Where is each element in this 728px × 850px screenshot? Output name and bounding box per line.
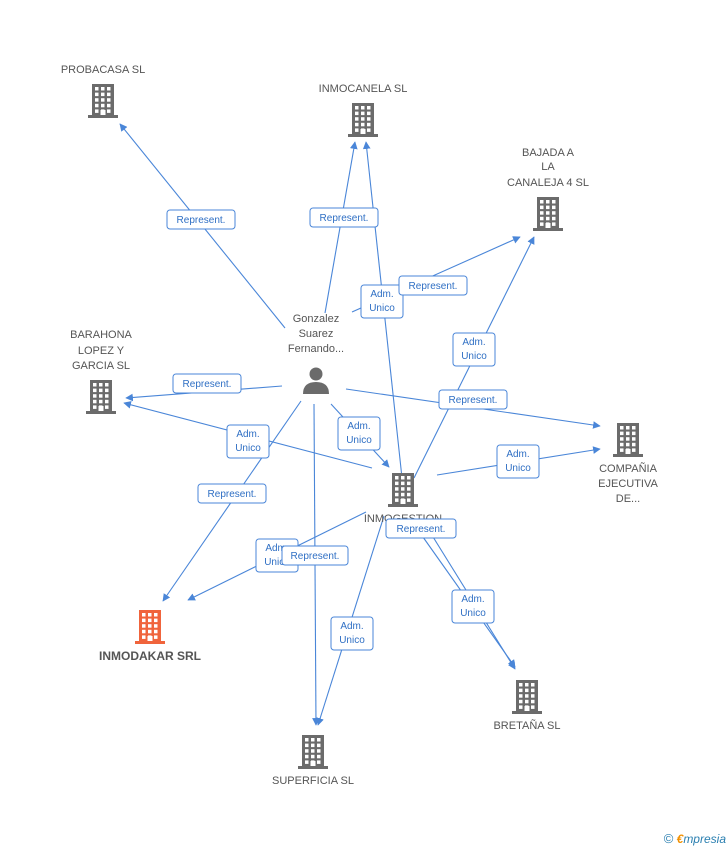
relation-text: Adm.	[461, 594, 484, 605]
building-icon[interactable]	[533, 197, 563, 231]
relation-text: Adm.	[236, 429, 259, 440]
relation-label-r7[interactable]: Represent.	[438, 389, 508, 410]
brand-logo-e: €	[676, 832, 684, 846]
relation-text: Represent.	[177, 215, 226, 226]
company-node-inmocanela[interactable]: INMOCANELA SL	[319, 83, 408, 137]
relation-label-r9[interactable]: Adm. Unico	[226, 424, 270, 459]
relation-label-r12[interactable]: Represent.	[385, 518, 457, 539]
copyright-icon: ©	[663, 831, 674, 846]
company-label-inmodakar: INMODAKAR SRL	[99, 649, 201, 663]
company-label-inmocanela: INMOCANELA SL	[319, 83, 408, 95]
company-node-barahona[interactable]: BARAHONA LOPEZ Y GARCIA SL	[70, 329, 133, 414]
relation-label-r2[interactable]: Represent.	[309, 207, 379, 228]
relation-text: Represent.	[409, 281, 458, 292]
relation-label-r1[interactable]: Represent.	[166, 209, 236, 230]
relation-label-r6[interactable]: Represent.	[172, 373, 242, 394]
person-name-line: Fernando...	[288, 343, 344, 355]
company-label-superficia: SUPERFICIA SL	[272, 775, 354, 787]
relation-text: Adm.	[462, 337, 485, 348]
relation-text: Adm.	[506, 449, 529, 460]
relation-text: Represent.	[183, 379, 232, 390]
relation-label-r11[interactable]: Represent.	[197, 483, 267, 504]
relation-text: Represent.	[320, 213, 369, 224]
company-node-superficia[interactable]: SUPERFICIA SL	[272, 735, 354, 787]
building-icon[interactable]	[388, 473, 418, 507]
relation-text: Represent.	[397, 524, 446, 535]
relation-label-r5[interactable]: Adm. Unico	[452, 332, 496, 367]
company-label-compania: EJECUTIVA	[598, 478, 658, 490]
company-label-bajada: BAJADA A	[522, 147, 575, 159]
person-name-line: Suarez	[299, 328, 334, 340]
company-label-compania: DE...	[616, 493, 640, 505]
relation-text: Adm.	[347, 421, 370, 432]
building-icon[interactable]	[86, 380, 116, 414]
relation-label-r10[interactable]: Adm. Unico	[496, 444, 540, 479]
relation-text: Represent.	[208, 489, 257, 500]
company-label-barahona: LOPEZ Y	[78, 345, 125, 357]
brand-footer[interactable]: © €mpresia	[664, 831, 726, 846]
relation-text: Unico	[346, 435, 372, 446]
building-icon[interactable]	[348, 103, 378, 137]
company-label-bretana: BRETAÑA SL	[493, 719, 560, 732]
relation-text: Unico	[339, 635, 365, 646]
relation-text: Unico	[505, 463, 531, 474]
relation-label-r3[interactable]: Adm. Unico	[360, 284, 404, 319]
relation-label-r15[interactable]: Adm. Unico	[451, 589, 495, 624]
company-label-barahona: GARCIA SL	[72, 360, 130, 372]
relation-text: Adm.	[370, 289, 393, 300]
company-node-probacasa[interactable]: PROBACASA SL	[61, 64, 145, 118]
relation-text: Adm.	[265, 543, 288, 554]
brand-name: mpresia	[683, 832, 726, 846]
company-node-bajada[interactable]: BAJADA A LA CANALEJA 4 SL	[507, 147, 589, 231]
company-label-barahona: BARAHONA	[70, 329, 132, 341]
relation-label-r14[interactable]: Represent.	[281, 545, 349, 566]
company-label-bajada: LA	[541, 161, 555, 173]
relation-label-r8[interactable]: Adm. Unico	[337, 416, 381, 451]
company-node-compania[interactable]: COMPAÑIA EJECUTIVA DE...	[598, 423, 659, 505]
relation-text: Unico	[460, 608, 486, 619]
building-icon[interactable]	[298, 735, 328, 769]
building-icon[interactable]	[135, 610, 165, 644]
relation-text: Unico	[264, 557, 290, 568]
relation-text: Unico	[369, 303, 395, 314]
person-name-line: Gonzalez	[293, 313, 339, 325]
relation-text: Unico	[235, 443, 261, 454]
relation-label-r16[interactable]: Adm. Unico	[330, 616, 374, 651]
person-icon	[303, 367, 329, 394]
relation-label-r4[interactable]: Represent.	[398, 275, 468, 296]
company-label-probacasa: PROBACASA SL	[61, 64, 145, 76]
company-node-bretana[interactable]: BRETAÑA SL	[493, 680, 561, 732]
nodes-layer: PROBACASA SL INMOCANELA SL BAJADA A LA CANAL…	[61, 64, 659, 787]
building-icon[interactable]	[88, 84, 118, 118]
building-icon[interactable]	[613, 423, 643, 457]
person-node[interactable]: GonzalezSuarezFernando...	[288, 313, 344, 394]
relation-text: Represent.	[291, 551, 340, 562]
company-label-compania: COMPAÑIA	[599, 462, 658, 475]
company-node-inmodakar[interactable]: INMODAKAR SRL	[99, 610, 201, 663]
relation-text: Unico	[461, 351, 487, 362]
company-label-bajada: CANALEJA 4 SL	[507, 177, 589, 189]
relation-text: Represent.	[449, 395, 498, 406]
relation-text: Adm.	[340, 621, 363, 632]
relation-labels-layer: Represent.Represent.Adm.UnicoRepresent.A…	[166, 207, 540, 651]
building-icon[interactable]	[512, 680, 542, 714]
